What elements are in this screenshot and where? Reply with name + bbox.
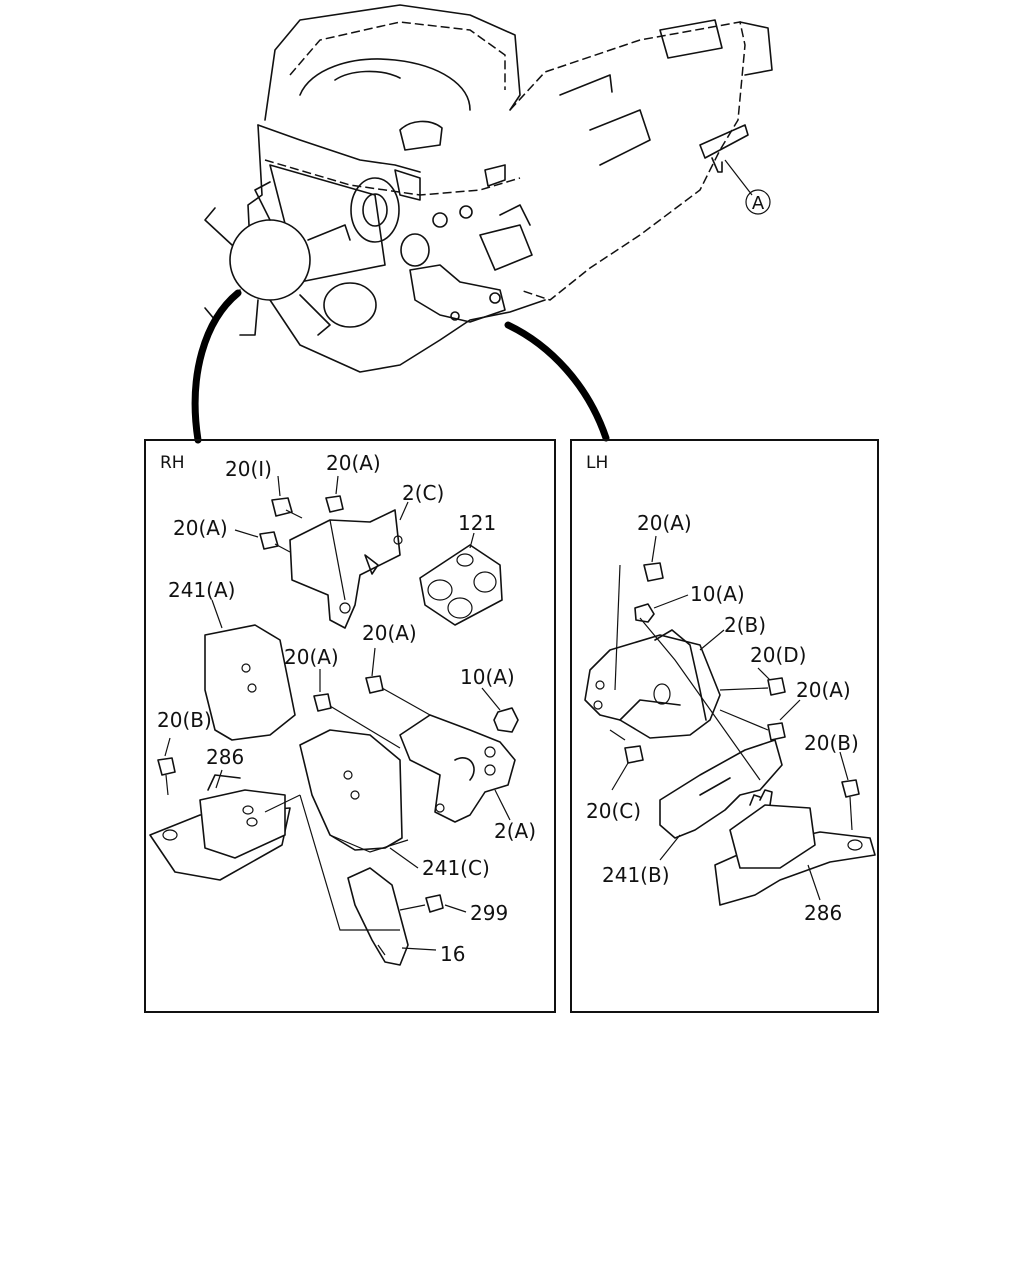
rh-callout-20a-mid: 20(A) — [362, 621, 417, 645]
rh-callout-286: 286 — [206, 745, 244, 769]
rh-callout-20b: 20(B) — [157, 708, 212, 732]
ref-circle-a-label: A — [752, 193, 765, 214]
rh-callout-299: 299 — [470, 901, 508, 925]
rh-callout-20a-left: 20(A) — [173, 516, 228, 540]
lh-callout-20c: 20(C) — [586, 799, 641, 823]
lh-callout-20a-top: 20(A) — [637, 511, 692, 535]
lh-panel: LH — [570, 439, 879, 1013]
rh-panel: RH — [144, 439, 556, 1013]
rh-callout-2a: 2(A) — [494, 819, 536, 843]
lh-callout-10a: 10(A) — [690, 582, 745, 606]
rh-callout-20a-top: 20(A) — [326, 451, 381, 475]
engine-transmission-illustration: A — [191, 4, 773, 444]
rh-callout-241a: 241(A) — [168, 578, 235, 602]
rh-callout-121: 121 — [458, 511, 496, 535]
lh-callout-286: 286 — [804, 901, 842, 925]
rh-callout-20i: 20(I) — [225, 457, 272, 481]
rh-callout-16: 16 — [440, 942, 465, 966]
lh-callout-20d: 20(D) — [750, 643, 806, 667]
rh-callout-20a-mid2: 20(A) — [284, 645, 339, 669]
rh-callout-241c: 241(C) — [422, 856, 490, 880]
lh-callout-20a-right: 20(A) — [796, 678, 851, 702]
lh-callout-20b: 20(B) — [804, 731, 859, 755]
rh-callout-2c: 2(C) — [402, 481, 444, 505]
lh-callout-241b: 241(B) — [602, 863, 670, 887]
lh-callout-2b: 2(B) — [724, 613, 766, 637]
rh-callout-10a: 10(A) — [460, 665, 515, 689]
lh-panel-title: LH — [586, 453, 608, 473]
rh-panel-title: RH — [160, 453, 185, 473]
